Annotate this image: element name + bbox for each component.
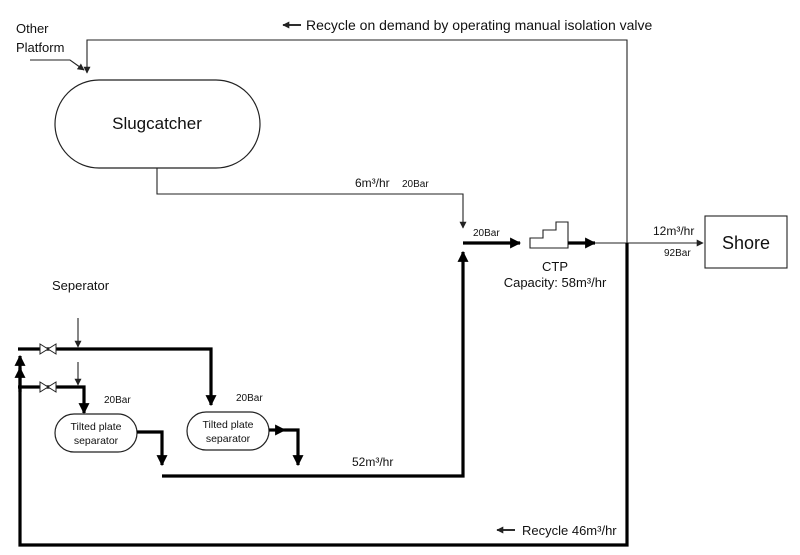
flow-6-label: 6m³/hr xyxy=(355,176,390,190)
pressure-20bar-tps2: 20Bar xyxy=(236,393,263,404)
pressure-92bar: 92Bar xyxy=(664,248,691,259)
tps1-label-line2: separator xyxy=(74,435,119,447)
pressure-20bar-ctp: 20Bar xyxy=(473,228,500,239)
ctp-pump-icon xyxy=(529,221,569,249)
tps1-outlet-line xyxy=(137,430,168,467)
tps2-label-line2: separator xyxy=(206,433,251,445)
header-to-tps2-line xyxy=(18,347,217,407)
header-to-tps1-line xyxy=(18,385,90,415)
other-platform-label-line1: Other xyxy=(16,21,49,36)
tps2-outlet-line xyxy=(269,424,304,467)
bottom-recycle-line xyxy=(14,243,629,547)
pressure-20bar-top: 20Bar xyxy=(402,179,429,190)
combined-line-to-ctp xyxy=(162,250,469,478)
ctp-label: CTP xyxy=(542,259,568,274)
slugcatcher-outlet-line xyxy=(156,168,467,229)
other-platform-label-line2: Platform xyxy=(16,40,64,55)
tps1-label-line1: Tilted plate xyxy=(71,421,122,433)
other-platform-feed-line xyxy=(30,59,85,71)
isolation-valve-top-icon[interactable] xyxy=(39,343,57,355)
ctp-capacity-label: Capacity: 58m³/hr xyxy=(504,275,607,290)
top-recycle-label: Recycle on demand by operating manual is… xyxy=(306,17,653,33)
isolation-valve-bottom-icon[interactable] xyxy=(39,381,57,393)
tps2-label-line1: Tilted plate xyxy=(203,419,254,431)
flow-12-label: 12m³/hr xyxy=(653,224,694,238)
top-recycle-line xyxy=(83,39,628,243)
pressure-20bar-tps1: 20Bar xyxy=(104,395,131,406)
slugcatcher-label: Slugcatcher xyxy=(112,114,202,133)
shore-box xyxy=(704,215,788,269)
flow-52-label: 52m³/hr xyxy=(352,455,393,469)
bottom-recycle-label: Recycle 46m³/hr xyxy=(522,523,617,538)
separator-label: Seperator xyxy=(52,278,110,293)
shore-label: Shore xyxy=(722,233,770,253)
